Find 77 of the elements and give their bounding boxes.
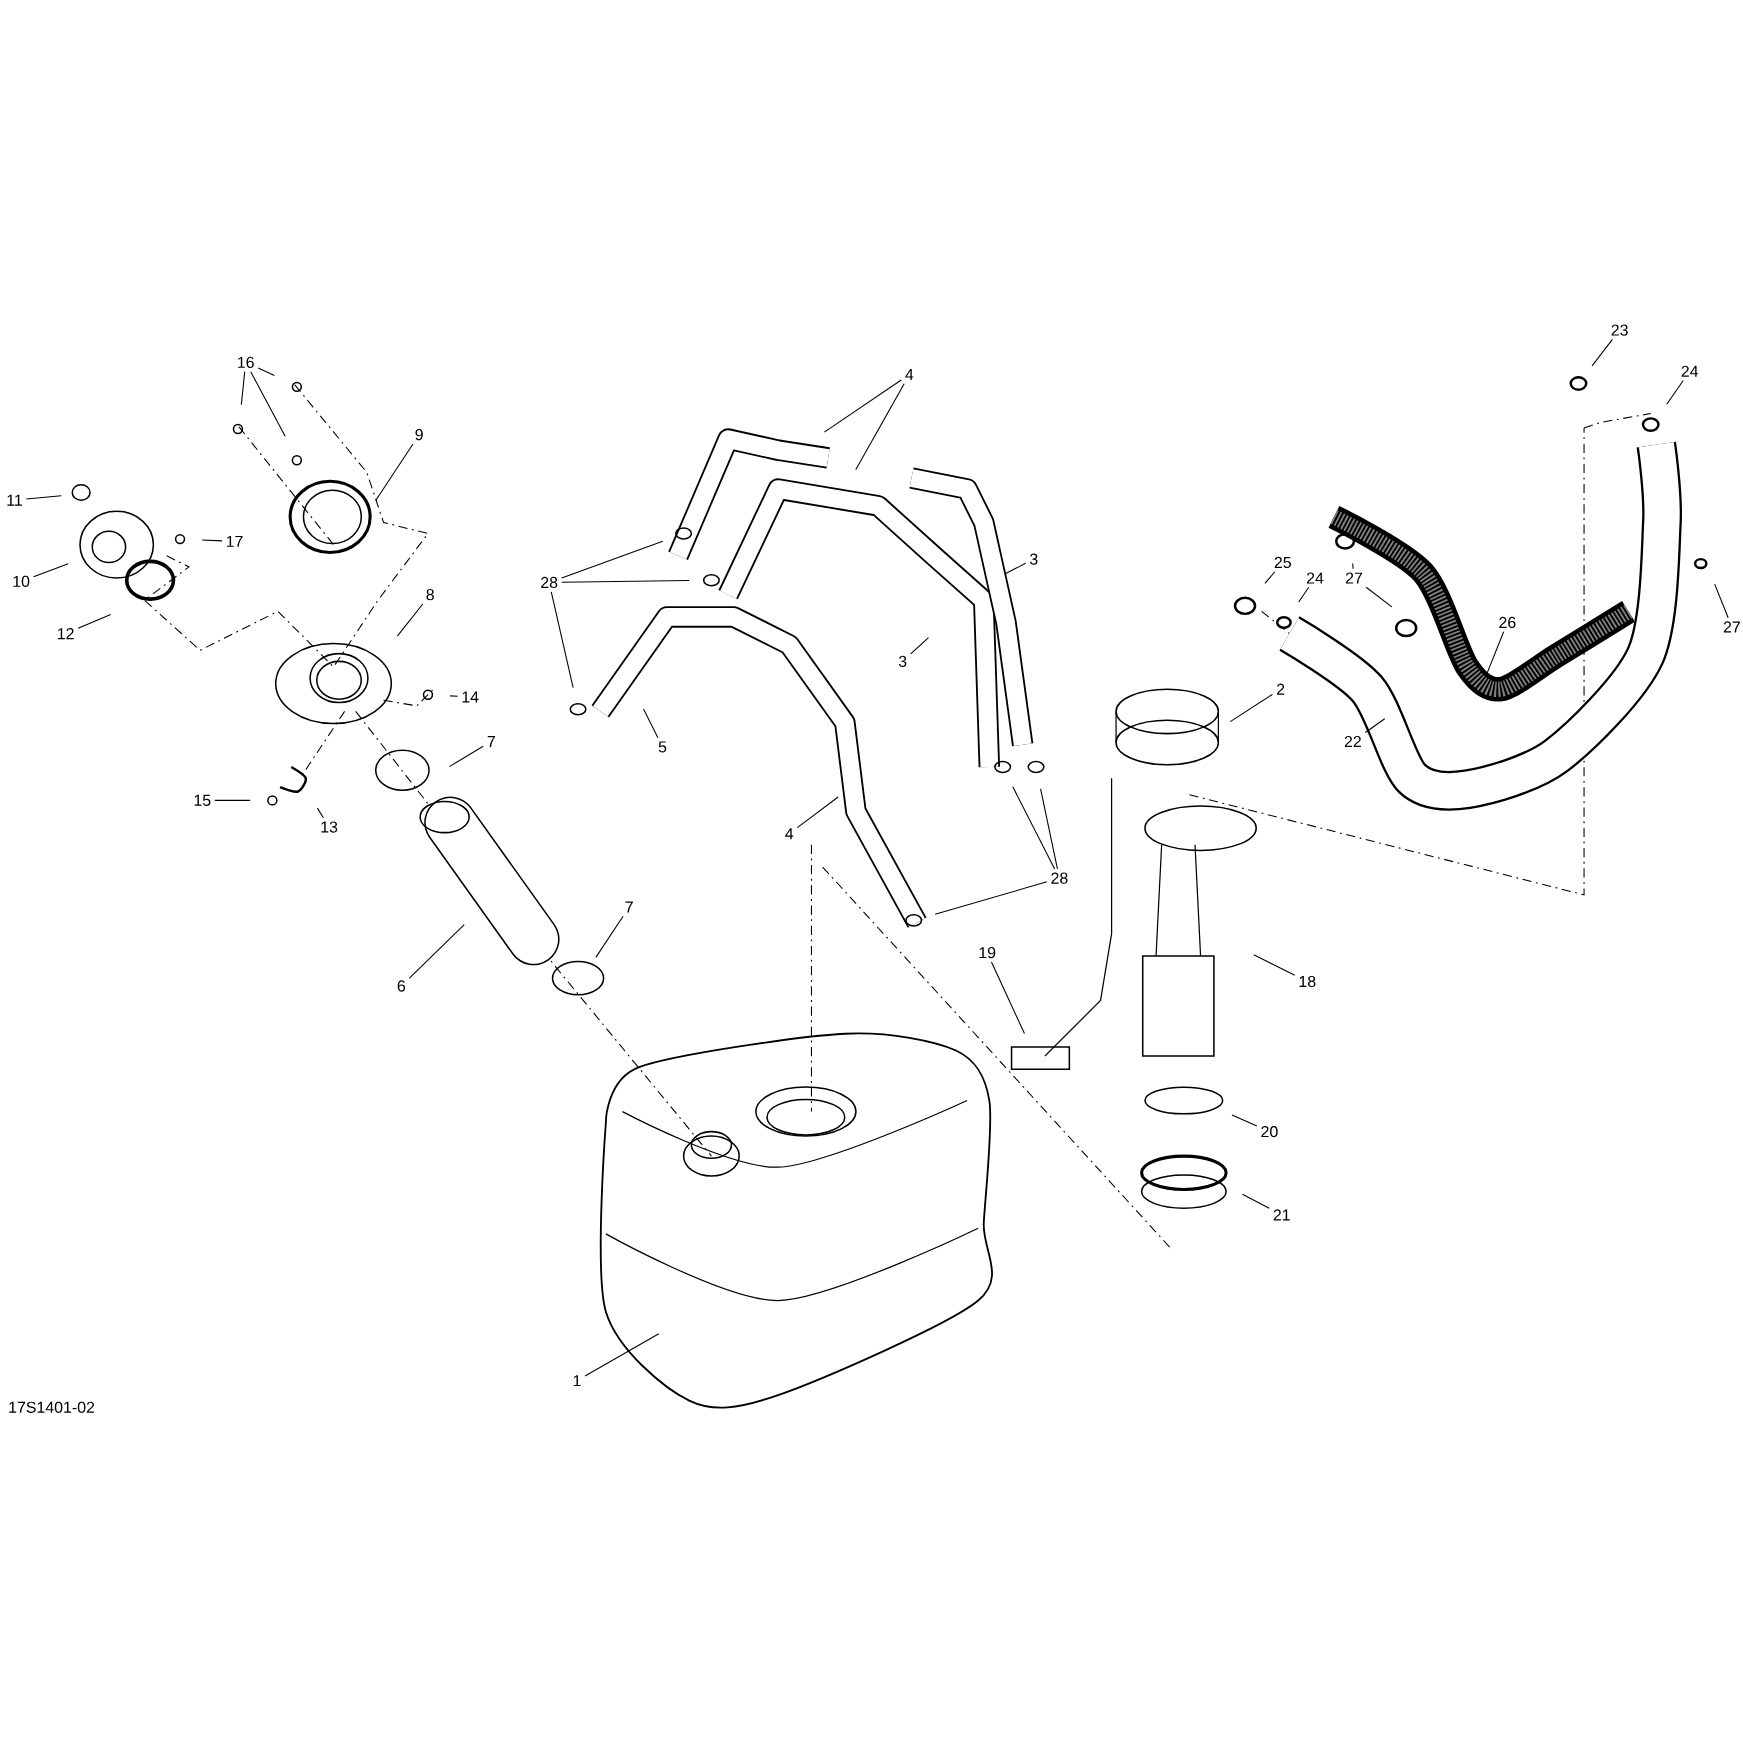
leader-line (250, 371, 286, 437)
callout-number: 6 (397, 980, 406, 992)
leader-line (1486, 631, 1505, 675)
callout-number: 26 (1499, 616, 1516, 629)
callout-number: 9 (415, 428, 423, 441)
leader-line (214, 799, 251, 801)
callout-number: 16 (238, 356, 254, 368)
leader-line (375, 443, 414, 502)
leader-line (584, 1333, 660, 1377)
callout-number: 11 (7, 494, 22, 506)
callout-number: 20 (1261, 1126, 1278, 1138)
leader-line (408, 924, 465, 979)
callout-number: 27 (1723, 621, 1740, 633)
leader-line (1714, 583, 1729, 619)
leader-line (934, 881, 1048, 915)
leader-line (1253, 954, 1296, 976)
callout-number: 8 (426, 589, 434, 601)
leader-line (1264, 571, 1276, 584)
leader-line (77, 613, 112, 629)
callout-number: 24 (1307, 572, 1324, 584)
leader-line (561, 540, 664, 579)
callout-number: 23 (1611, 324, 1628, 336)
callout-number: 12 (57, 628, 74, 640)
leader-line (316, 807, 324, 819)
callout-number: 3 (1030, 553, 1038, 565)
leader-line (1005, 562, 1027, 574)
leader-line (1666, 379, 1684, 405)
callout-number: 2 (1277, 683, 1285, 695)
callout-number: 25 (1274, 556, 1291, 569)
leader-line (1241, 1193, 1270, 1209)
drawing-number: 17S1401-02 (9, 1401, 95, 1413)
leader-line (33, 563, 69, 578)
callout-number: 27 (1345, 572, 1363, 584)
leader-line (1364, 718, 1386, 734)
callout-number: 28 (1051, 872, 1068, 884)
callout-number: 28 (541, 576, 558, 589)
leader-line (240, 371, 246, 406)
callout-number: 21 (1273, 1209, 1290, 1221)
callout-number: 5 (658, 741, 667, 753)
leader-line (257, 367, 275, 376)
leader-line (796, 796, 839, 829)
leader-line (855, 383, 905, 471)
callout-number: 24 (1681, 365, 1699, 377)
leader-line (990, 961, 1025, 1035)
callout-number: 7 (487, 736, 495, 747)
callout-number: 13 (321, 821, 338, 833)
leader-line (396, 603, 424, 637)
callout-number: 15 (194, 794, 211, 806)
callout-number: 19 (979, 946, 996, 959)
callout-number: 4 (905, 369, 914, 381)
leader-line (1040, 788, 1058, 870)
callout-number: 7 (625, 901, 633, 913)
leader-line (595, 915, 624, 958)
leader-line (823, 379, 902, 433)
leader-line (201, 539, 223, 542)
callout-number: 17 (226, 535, 243, 547)
leader-line (1229, 693, 1274, 723)
callout-number: 1 (573, 1375, 581, 1387)
leader-line (1591, 338, 1613, 367)
leader-line (25, 495, 62, 500)
leader-line (449, 695, 459, 697)
leader-line (1352, 562, 1354, 570)
leader-line (1231, 1114, 1258, 1127)
leader-line (550, 591, 574, 689)
leader-line (910, 637, 930, 655)
callout-number: 22 (1344, 735, 1361, 747)
leader-line (643, 708, 659, 739)
leader-line (561, 580, 690, 583)
leader-line (1012, 786, 1056, 870)
callout-number: 18 (1299, 975, 1316, 988)
leader-line (448, 745, 484, 768)
callout-number: 3 (898, 655, 907, 667)
leader-line (1365, 586, 1393, 608)
callout-number: 4 (785, 828, 794, 840)
callout-number: 14 (462, 691, 479, 703)
leader-line (1298, 586, 1310, 603)
callout-number: 10 (13, 575, 30, 587)
